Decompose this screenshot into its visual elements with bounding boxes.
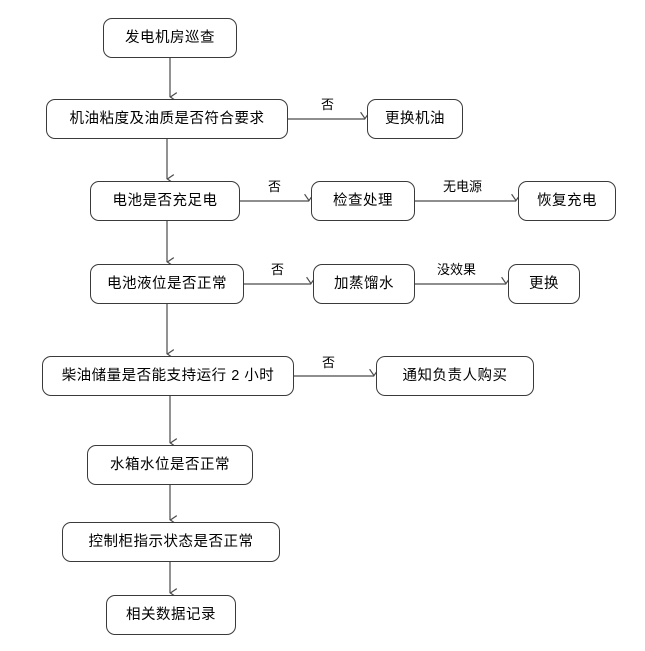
node-label: 水箱水位是否正常 bbox=[110, 456, 230, 473]
node-label: 更换机油 bbox=[385, 110, 445, 127]
node-label: 更换 bbox=[529, 275, 559, 292]
node-notify-buy[interactable]: 通知负责人购买 bbox=[376, 356, 534, 396]
edge-label-no-effect: 没效果 bbox=[437, 262, 477, 277]
node-label: 机油粘度及油质是否符合要求 bbox=[69, 110, 265, 127]
node-label: 检查处理 bbox=[333, 192, 393, 209]
edge-label-no-4: 否 bbox=[322, 355, 336, 370]
node-restore-charge[interactable]: 恢复充电 bbox=[518, 181, 616, 221]
node-oil-quality[interactable]: 机油粘度及油质是否符合要求 bbox=[46, 99, 288, 139]
node-change-oil[interactable]: 更换机油 bbox=[367, 99, 463, 139]
edge-label-no-1: 否 bbox=[321, 97, 335, 112]
edge-label-no-2: 否 bbox=[268, 179, 282, 194]
edge-label-no-3: 否 bbox=[271, 262, 285, 277]
edge-label-no-power: 无电源 bbox=[443, 179, 483, 194]
node-label: 柴油储量是否能支持运行 2 小时 bbox=[61, 367, 275, 384]
node-label: 电池液位是否正常 bbox=[107, 275, 227, 292]
node-panel-status[interactable]: 控制柜指示状态是否正常 bbox=[62, 522, 280, 562]
node-label: 相关数据记录 bbox=[126, 606, 216, 623]
node-label: 发电机房巡查 bbox=[125, 29, 215, 46]
node-add-water[interactable]: 加蒸馏水 bbox=[313, 264, 415, 304]
node-label: 恢复充电 bbox=[537, 192, 597, 209]
node-label: 加蒸馏水 bbox=[334, 275, 394, 292]
node-label: 电池是否充足电 bbox=[112, 192, 218, 209]
node-diesel-reserve[interactable]: 柴油储量是否能支持运行 2 小时 bbox=[42, 356, 294, 396]
node-label: 通知负责人购买 bbox=[402, 367, 508, 384]
node-tank-level[interactable]: 水箱水位是否正常 bbox=[87, 445, 253, 485]
node-battery-level[interactable]: 电池液位是否正常 bbox=[90, 264, 244, 304]
node-inspect[interactable]: 检查处理 bbox=[311, 181, 415, 221]
node-start[interactable]: 发电机房巡查 bbox=[103, 18, 237, 58]
node-record[interactable]: 相关数据记录 bbox=[106, 595, 236, 635]
node-label: 控制柜指示状态是否正常 bbox=[88, 533, 254, 550]
node-replace[interactable]: 更换 bbox=[508, 264, 580, 304]
node-battery-charge[interactable]: 电池是否充足电 bbox=[90, 181, 240, 221]
